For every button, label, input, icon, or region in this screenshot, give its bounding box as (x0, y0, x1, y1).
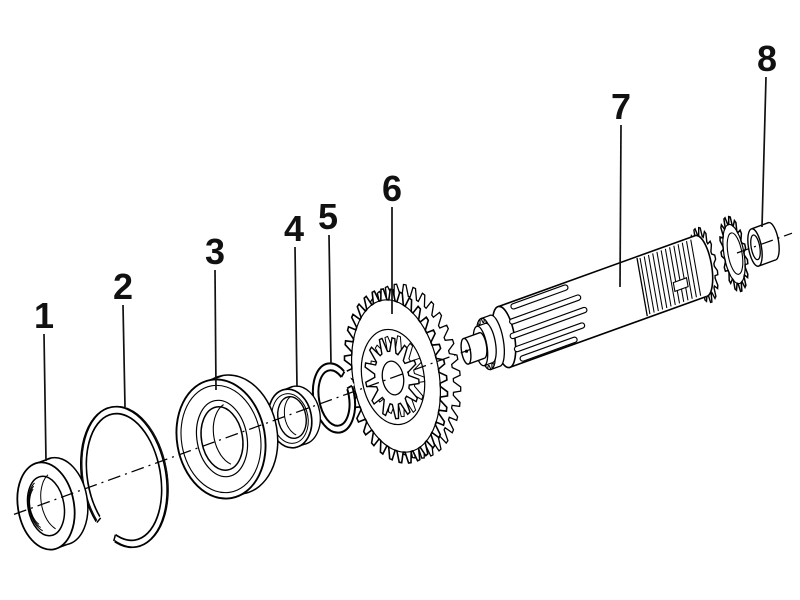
callout-6: 6 (382, 168, 402, 314)
callout-label-7: 7 (611, 86, 631, 127)
callouts-layer: 1 2 3 4 5 6 7 8 (34, 38, 777, 462)
callout-label-8: 8 (757, 38, 777, 79)
callout-label-3: 3 (205, 231, 225, 272)
leader-line-4 (294, 246, 298, 388)
leader-line-3 (214, 269, 217, 391)
centerline (13, 232, 793, 515)
callout-label-4: 4 (284, 208, 304, 249)
part-6-gear (343, 283, 462, 464)
part-1-ring-nut (16, 456, 89, 551)
leader-line-1 (43, 333, 47, 462)
part-4-spacer-ring (267, 385, 321, 449)
callout-7: 7 (611, 86, 631, 288)
callout-1: 1 (34, 295, 54, 462)
callout-label-6: 6 (382, 168, 402, 209)
part-8-pilot-bushing (747, 221, 780, 267)
callout-label-1: 1 (34, 295, 54, 336)
callout-label-5: 5 (318, 196, 338, 237)
leader-line-2 (122, 304, 126, 408)
callout-4: 4 (284, 208, 304, 388)
callout-5: 5 (318, 196, 338, 365)
leader-line-5 (328, 234, 332, 365)
parts-layer (13, 215, 793, 551)
leader-line-7 (619, 124, 622, 288)
part-5-snap-ring (311, 362, 357, 434)
callout-8: 8 (757, 38, 777, 228)
part-2-spring-ring (79, 405, 169, 549)
leader-line-8 (761, 76, 767, 228)
callout-3: 3 (205, 231, 225, 391)
part-7-splined-shaft (460, 215, 749, 371)
callout-label-2: 2 (113, 266, 133, 307)
callout-2: 2 (113, 266, 133, 408)
